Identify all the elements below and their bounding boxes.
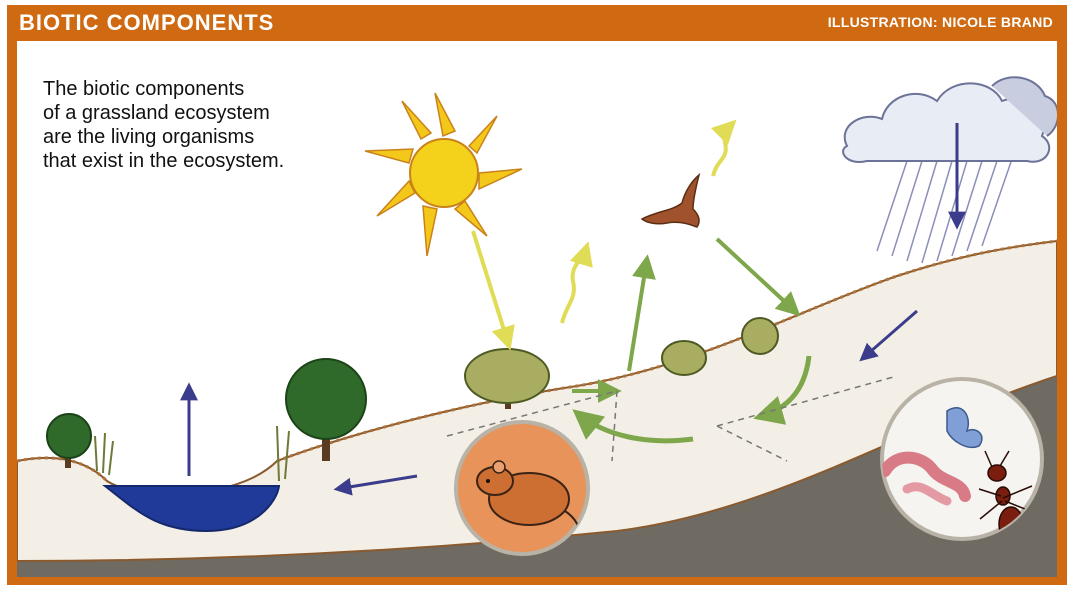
heat-arrow — [713, 123, 733, 176]
page-title: BIOTIC COMPONENTS — [19, 10, 274, 36]
sun-icon — [365, 93, 522, 256]
illustration-frame: BIOTIC COMPONENTS ILLUSTRATION: NICOLE B… — [7, 5, 1067, 585]
bird-icon — [642, 175, 699, 227]
cycle-arrow — [717, 239, 797, 313]
cycle-arrow — [629, 259, 647, 371]
shrub-icon — [742, 318, 778, 354]
header-bar: BIOTIC COMPONENTS ILLUSTRATION: NICOLE B… — [7, 5, 1067, 39]
heat-arrow — [562, 246, 587, 323]
diagram-canvas: The biotic components of a grassland eco… — [17, 41, 1057, 577]
rain-cloud-icon — [843, 77, 1057, 263]
reed-icon — [95, 426, 289, 481]
sunlight-arrow — [473, 231, 509, 346]
shrub-icon — [662, 341, 706, 375]
diagram-caption: The biotic components of a grassland eco… — [43, 77, 383, 173]
mouse-inset — [456, 422, 588, 554]
soil-organisms-inset — [882, 379, 1042, 541]
illustration-credit: ILLUSTRATION: NICOLE BRAND — [828, 14, 1053, 30]
